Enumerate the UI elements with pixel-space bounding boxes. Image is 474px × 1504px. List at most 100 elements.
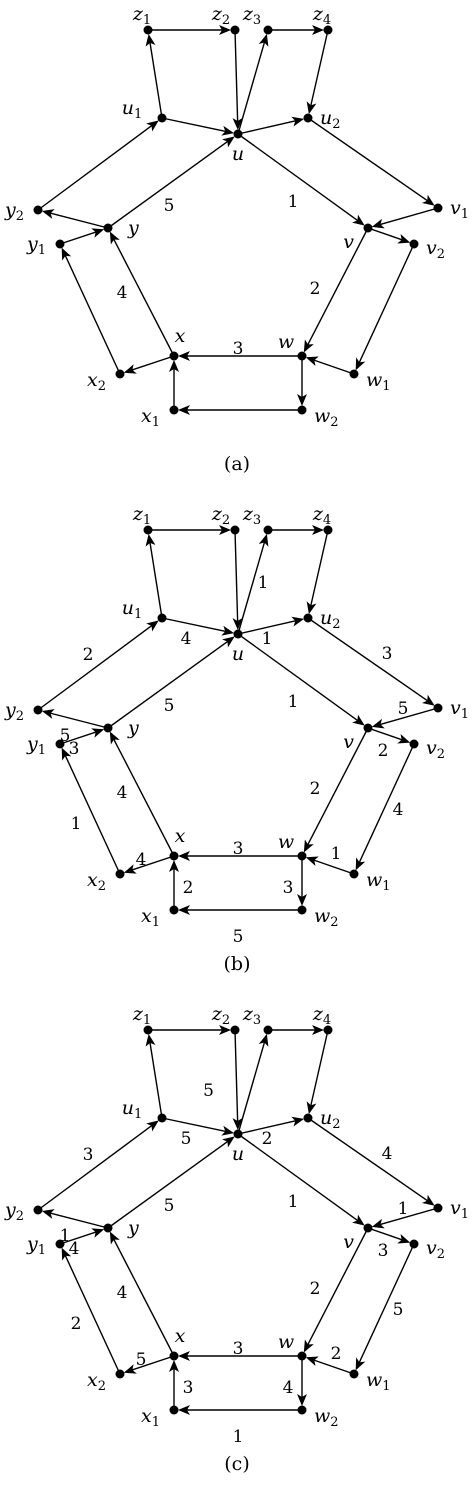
vertex-w2 [297,905,307,915]
vertex-label-y2: y2 [4,199,24,224]
edge-weight-u2-v1: 3 [382,644,393,664]
arrowhead-u1-u [221,1125,235,1136]
arrowhead-z4-u2 [306,1101,317,1115]
edge-weight-u-v: 1 [288,1192,299,1212]
edge-weight-y2-u1: 3 [83,1145,94,1165]
edge-u1-z1 [148,539,163,619]
arrowhead-u2-v1 [421,694,435,706]
edge-w1-w [311,1358,355,1375]
vertex-z4 [323,25,333,35]
edge-z2-u [234,29,239,125]
vertex-label-z2: z2 [211,3,230,28]
edge-u-u2 [237,119,299,135]
edge-weight-w-x: 3 [233,839,244,859]
edge-w1-w [311,358,355,375]
arrowhead-y2-u1 [146,120,159,132]
arrowhead-z4-u2 [306,101,317,115]
vertex-v [363,1223,373,1233]
edge-u-z3 [237,539,266,635]
arrowhead-w-x [178,851,190,861]
vertex-y [103,723,113,733]
arrowhead-v2-w1 [355,1357,366,1371]
edge-weight-x-y: 4 [117,783,128,803]
vertex-label-u1: u1 [122,597,143,622]
arrowhead-x-y [109,231,120,245]
edge-weight-w2-x1: 1 [233,1427,244,1447]
vertex-u [233,129,243,139]
arrowhead-w2-x1 [178,1405,190,1415]
arrowhead-w-w2 [297,1394,307,1406]
vertex-v1 [433,1203,443,1213]
arrowhead-u-u2 [291,616,305,627]
edge-u-z3 [237,1039,266,1135]
arrowhead-u-u2 [291,116,305,127]
arrowhead-z3-z4 [312,25,324,35]
vertex-z2 [230,1025,240,1035]
vertex-label-u1: u1 [122,1097,143,1122]
vertex-label-y1: y1 [26,733,46,758]
vertex-label-v2: v2 [426,1237,445,1262]
vertex-label-x2: x2 [87,1369,106,1394]
arrowhead-y1-y [91,228,105,238]
edge-y2-u1 [37,623,155,711]
vertex-x1 [169,905,179,915]
vertex-x [169,851,179,861]
edge-u2-v1 [307,1117,431,1203]
vertex-label-w: w [278,831,294,853]
edge-x-x2 [129,1355,175,1372]
vertex-label-x: x [175,825,186,847]
arrowhead-y-u [222,1136,235,1148]
arrowhead-z1-z2 [219,525,231,535]
vertex-label-v: v [343,231,354,253]
edge-weight-u-z3: 1 [258,573,269,593]
edge-weight-y-u: 5 [164,196,175,216]
arrowhead-x-y [109,1231,120,1245]
arrowhead-u-v [352,214,365,226]
edge-weight-w1-w: 2 [331,1344,342,1364]
vertex-label-x2: x2 [87,369,106,394]
arrowhead-z2-u [232,117,243,131]
vertex-label-x: x [175,1325,186,1347]
vertex-label-z1: z1 [132,503,151,528]
edge-weight-u1-u: 4 [181,629,192,649]
vertex-u2 [303,613,313,623]
vertex-x1 [169,405,179,415]
vertex-w1 [349,869,359,879]
arrowhead-w2-x1 [178,905,190,915]
edge-weight-v1-v: 1 [398,1199,409,1219]
edge-weight-u-v: 1 [288,692,299,712]
vertex-label-y2: y2 [4,699,24,724]
edge-v1-v [377,707,439,726]
edge-v2-w1 [357,1243,415,1366]
arrowhead-v-w [303,339,314,353]
edge-v-w [305,1227,369,1348]
arrowhead-w-w2 [297,394,307,406]
vertex-w [297,851,307,861]
vertex-v2 [409,239,419,249]
edge-v-v2 [367,1227,405,1242]
vertex-x [169,351,179,361]
vertex-z2 [230,25,240,35]
edge-x-y [111,736,175,857]
arrowhead-y-y2 [41,1209,55,1219]
edge-z4-u2 [309,1029,329,1109]
edge-weight-v-w: 2 [310,1279,321,1299]
vertex-y1 [55,739,65,749]
arrowhead-v-v2 [397,234,411,244]
edge-weight-x2-y1: 1 [71,814,82,834]
arrowhead-x1-x [169,1360,179,1372]
arrowhead-u1-z1 [145,533,156,547]
edge-v2-w1 [357,743,415,866]
edge-y2-u1 [37,123,155,211]
edge-weight-u1-u: 5 [181,1129,192,1149]
vertex-u [233,1129,243,1139]
arrowhead-u-z3 [258,33,269,47]
edge-v1-v [377,1207,439,1226]
edge-v-v2 [367,727,405,742]
arrowhead-x2-y1 [61,247,72,261]
arrowhead-v-v2 [397,734,411,744]
vertex-label-y1: y1 [26,1233,46,1258]
vertex-y1 [55,1239,65,1249]
edge-y1-y [59,1230,99,1245]
